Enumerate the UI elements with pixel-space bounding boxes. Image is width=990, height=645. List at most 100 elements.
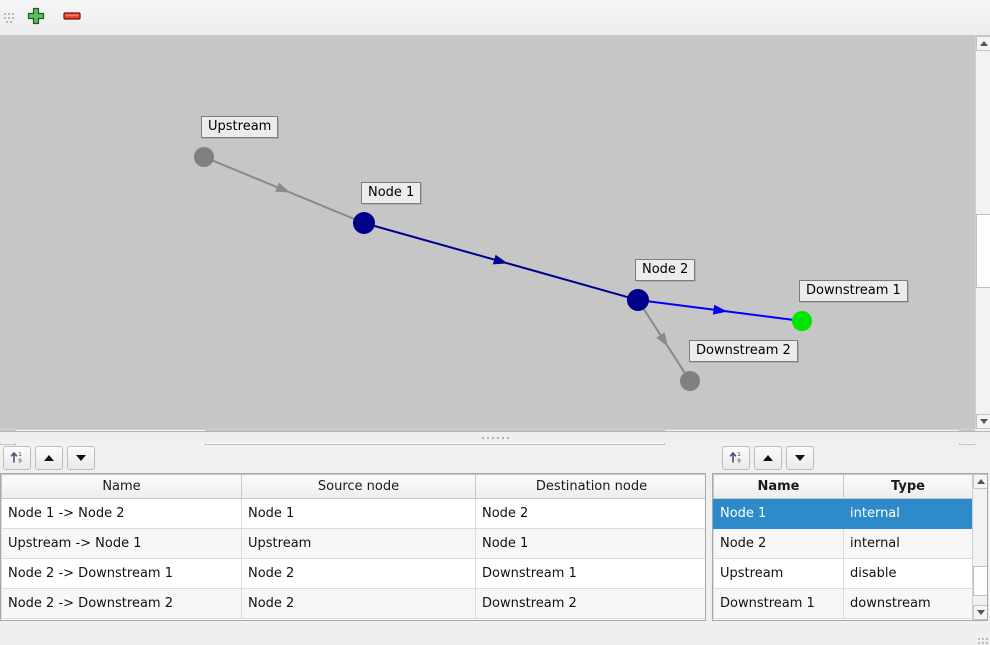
sort-nodes-button[interactable]: 1 9 [722,446,750,470]
graph-node-label-downstream1[interactable]: Downstream 1 [799,280,908,302]
cell-name[interactable]: Upstream [713,558,844,589]
triangle-down-icon [976,610,985,615]
graph-edge-arrow-node2-downstream2 [656,332,669,347]
window-resize-grip-icon[interactable] [976,632,988,644]
sort-arrow-icon: 1 9 [9,449,25,468]
column-header-source-node[interactable]: Source node [241,474,476,499]
svg-text:1: 1 [18,452,22,458]
cell-name[interactable]: Node 2 -> Downstream 1 [1,558,242,589]
column-header-type[interactable]: Type [843,474,973,499]
graph-vertical-scrollbar[interactable] [975,36,990,429]
drag-grip-icon[interactable] [3,7,15,29]
column-header-name[interactable]: Name [713,474,844,499]
nodes-scroll-up-button[interactable] [973,474,987,489]
remove-node-button[interactable] [57,3,87,33]
cell-destination[interactable]: Downstream 2 [475,588,705,619]
graph-edge-arrow-upstream-node1 [275,182,291,193]
status-area [0,624,990,645]
graph-node-label-downstream2[interactable]: Downstream 2 [689,340,798,362]
graph-vertical-scroll-thumb[interactable] [976,214,990,288]
graph-edge-arrow-node1-node2 [492,254,508,265]
graph-node-label-upstream[interactable]: Upstream [201,116,279,138]
nodes-scroll-down-button[interactable] [973,605,987,620]
green-plus-icon [26,6,46,29]
move-edge-down-button[interactable] [67,446,95,470]
graph-node-downstream1[interactable] [792,311,812,331]
cell-name[interactable]: Node 1 [713,498,844,529]
cell-name[interactable]: Node 1 -> Node 2 [1,498,242,529]
column-header-name[interactable]: Name [1,474,242,499]
cell-destination[interactable]: Node 1 [475,528,705,559]
cell-name[interactable]: Downstream 1 [713,588,844,619]
graph-svg [194,147,812,391]
cell-type[interactable]: internal [843,528,973,559]
triangle-down-icon [979,419,988,424]
cell-type[interactable]: internal [843,498,973,529]
splitter-grip-icon [481,436,509,439]
cell-source[interactable]: Upstream [241,528,476,559]
cell-source[interactable]: Node 2 [241,588,476,619]
graph-node-label-node1[interactable]: Node 1 [361,182,422,204]
column-header-destination-node[interactable]: Destination node [475,474,705,499]
cell-type[interactable]: downstream [843,588,973,619]
svg-text:9: 9 [18,458,22,464]
add-node-button[interactable] [21,3,51,33]
graph-scroll-down-button[interactable] [976,414,990,429]
red-minus-icon [61,6,83,29]
cell-source[interactable]: Node 1 [241,498,476,529]
triangle-up-icon [979,41,988,46]
nodes-table-vertical-scrollbar[interactable] [972,474,987,620]
triangle-up-icon [976,479,985,484]
triangle-up-icon [42,451,56,466]
sort-arrow-icon: 1 9 [728,449,744,468]
cell-destination[interactable]: Node 2 [475,498,705,529]
graph-node-node1[interactable] [353,212,375,234]
edges-toolbar: 1 9 [0,443,710,473]
top-toolbar [0,0,990,36]
move-node-down-button[interactable] [786,446,814,470]
cell-name[interactable]: Upstream -> Node 1 [1,528,242,559]
triangle-up-icon [761,451,775,466]
graph-node-downstream2[interactable] [680,371,700,391]
cell-name[interactable]: Node 2 -> Downstream 2 [1,588,242,619]
svg-text:9: 9 [737,458,741,464]
panel-splitter[interactable] [0,431,990,443]
graph-node-node2[interactable] [627,289,649,311]
graph-scroll-up-button[interactable] [976,36,990,51]
graph-node-label-node2[interactable]: Node 2 [635,259,696,281]
triangle-down-icon [74,451,88,466]
cell-source[interactable]: Node 2 [241,558,476,589]
nodes-toolbar: 1 9 [710,443,990,473]
cell-name[interactable]: Node 2 [713,528,844,559]
svg-text:1: 1 [737,452,741,458]
nodes-table-scroll-thumb[interactable] [973,566,987,596]
move-edge-up-button[interactable] [35,446,63,470]
sort-edges-button[interactable]: 1 9 [3,446,31,470]
graph-edge-arrow-node2-downstream1 [712,304,728,315]
move-node-up-button[interactable] [754,446,782,470]
cell-destination[interactable]: Downstream 1 [475,558,705,589]
graph-node-upstream[interactable] [194,147,214,167]
cell-type[interactable]: disable [843,558,973,589]
